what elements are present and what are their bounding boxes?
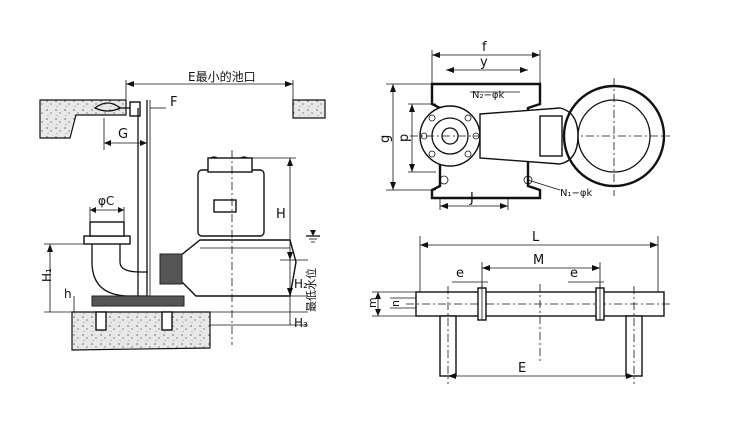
label-y: y <box>480 55 488 70</box>
label-e-left: e <box>456 266 464 281</box>
label-h: H <box>276 207 286 222</box>
label-j: J <box>469 191 474 206</box>
label-h-small: h <box>64 287 72 301</box>
label-h2: H₂ <box>294 277 308 291</box>
base-plate <box>91 295 185 307</box>
discharge-pipe <box>91 244 148 297</box>
label-g-top: g <box>378 135 393 143</box>
pump-volute <box>179 239 297 297</box>
label-phi-c: φC <box>98 194 114 208</box>
label-n-small: n <box>389 300 402 307</box>
label-n1-phik: N₁−φk <box>560 188 592 199</box>
label-p: p <box>397 134 412 142</box>
pump-coupling <box>159 253 183 285</box>
label-e-right: e <box>570 266 578 281</box>
top-slab-left <box>39 99 127 139</box>
installation-view: E最小的池口 F G φC H <box>39 69 326 351</box>
rail-view: L M e e E <box>366 230 672 384</box>
label-m-small: m <box>366 297 379 308</box>
label-m: M <box>533 253 544 268</box>
label-h1: H₁ <box>40 268 54 282</box>
label-e-pool: E最小的池口 <box>188 69 256 84</box>
label-h3: H₃ <box>294 316 308 330</box>
label-g: G <box>118 127 128 142</box>
label-l: L <box>532 230 540 245</box>
label-f-top: f <box>482 40 487 55</box>
outlet-flange <box>83 235 131 245</box>
top-slab-right <box>292 99 326 119</box>
floor-concrete <box>71 311 211 351</box>
label-n2-phik: N₂−φk <box>472 90 504 101</box>
label-min-water-level: 最低水位 <box>304 268 318 312</box>
label-f: F <box>170 95 177 110</box>
plan-view: f y N₂−φk N₁−φk <box>378 40 670 210</box>
label-e-rail: E <box>518 361 526 376</box>
